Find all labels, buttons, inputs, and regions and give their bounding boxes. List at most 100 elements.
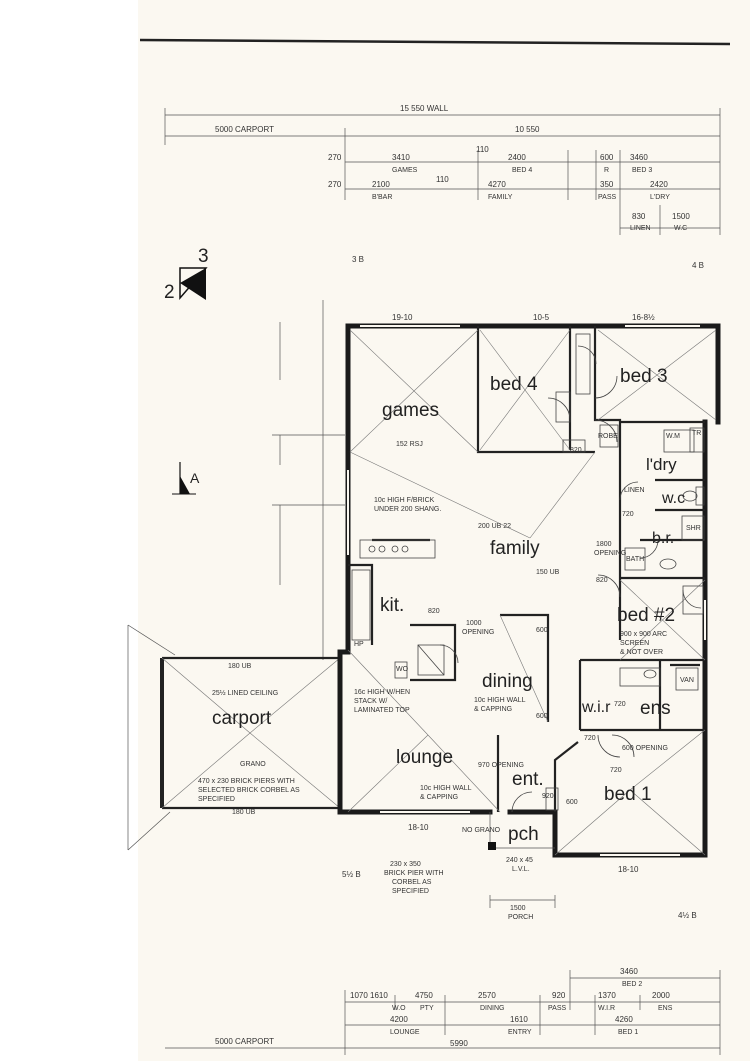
note-screen-3: & NOT OVER (620, 649, 663, 656)
room-family: family (490, 538, 540, 559)
note-600b: 600 (536, 627, 548, 634)
dim-b-r1-label-3: PASS (548, 1005, 566, 1012)
dim-b-r1-label-1: PTY (420, 1005, 434, 1012)
note-uib-180b: 180 UB (232, 809, 256, 816)
dim-b-r2-0: 4200 (390, 1015, 408, 1024)
sheet-border (139, 38, 731, 46)
room-bed4: bed 4 (490, 374, 538, 395)
note-wo: WO (396, 666, 409, 673)
dim-r2-0: 270 (328, 180, 342, 189)
note-pch-dim: 240 x 45 (506, 857, 533, 864)
note-porch: 1500 (510, 905, 526, 912)
room-games: games (382, 400, 439, 421)
section-a-icon (172, 462, 196, 495)
bottom-dimension-lines (165, 970, 721, 1055)
dim-r1-1: 3410 (392, 153, 410, 162)
dim-r1-3: 2400 (508, 153, 526, 162)
dim-b-r1-3: 2570 (478, 991, 496, 1000)
note-wall-high: 16c HIGH W/HEN (354, 689, 410, 696)
note-820a: 820 (570, 447, 582, 454)
top-dimension-lines (164, 108, 721, 235)
note-wall-high-3: LAMINATED TOP (354, 707, 410, 714)
note-brick-piers-3: SPECIFIED (198, 796, 235, 803)
note-18-10a: 18-10 (408, 823, 429, 832)
note-19-10: 19-10 (392, 313, 413, 322)
dim-b-r2-label-2: BED 1 (618, 1029, 638, 1036)
note-820c: 820 (428, 608, 440, 615)
note-opening-1000b: OPENING (462, 629, 494, 636)
dim-r3-label-1: W.C (674, 225, 687, 232)
dim-b-r1-label-0: W.O (392, 1005, 406, 1012)
dim-b-r1-5: 1370 (598, 991, 616, 1000)
note-720d: 720 (610, 767, 622, 774)
dim-b-r1-0: 1070 (350, 991, 368, 1000)
note-720c: 720 (584, 735, 596, 742)
note-opening-970: 970 OPENING (478, 762, 524, 769)
dim-r2-label-1: FAMILY (488, 194, 513, 201)
note-pier-2: BRICK PIER WITH (384, 870, 444, 877)
note-brick-high-2: UNDER 200 SHANG. (374, 506, 441, 513)
dim-r2-3: 4270 (488, 180, 506, 189)
dim-r1-0: 270 (328, 153, 342, 162)
dim-r1-label-1: BED 4 (512, 167, 532, 174)
note-screen-2: SCREEN (620, 640, 649, 647)
kitchen-bench (351, 539, 445, 679)
note-vanity: VAN (680, 677, 694, 684)
note-brick-piers: 470 x 230 BRICK PIERS WITH (198, 778, 295, 785)
note-hp: HP (354, 641, 364, 648)
note-ceiling: 25½ LINED CEILING (212, 689, 278, 697)
room-lounge: lounge (396, 747, 453, 768)
note-no-grano: NO GRANO (462, 827, 501, 834)
dim-b-r1-4: 920 (552, 991, 566, 1000)
section-marker-left: 2 (164, 282, 175, 303)
dim-r1-label-0: GAMES (392, 167, 418, 174)
note-pier-3: CORBEL AS (392, 879, 432, 886)
fixtures (545, 333, 705, 811)
dim-r2-4: 350 (600, 180, 614, 189)
note-dining-wall-2: & CAPPING (474, 706, 512, 713)
dim-r2-label-0: B'BAR (372, 194, 392, 201)
note-grano: GRANO (240, 761, 266, 768)
note-linen: LINEN (624, 487, 645, 494)
section-marker-icon (179, 267, 208, 301)
dim-b-r1-label-2: DINING (480, 1005, 505, 1012)
note-tr: TR (692, 430, 701, 437)
plan-sheet (138, 0, 750, 1061)
note-uib-150: 150 UB (536, 569, 560, 576)
note-screen: 900 x 900 ARC (620, 631, 667, 638)
note-10-5: 10-5 (533, 313, 550, 322)
note-uib-200: 200 UB 22 (478, 523, 511, 530)
dim-house: 10 550 (515, 125, 540, 134)
dim-r1-5: 3460 (630, 153, 648, 162)
room-ent: ent. (512, 769, 544, 790)
section-a-label: A (190, 470, 200, 486)
dim-r2-5: 2420 (650, 180, 668, 189)
note-pch-dim-2: L.V.L. (512, 866, 530, 873)
dim-r3-0: 830 (632, 212, 646, 221)
internal-walls (348, 326, 705, 812)
dim-b-r1-2: 4750 (415, 991, 433, 1000)
note-brick-piers-2: SELECTED BRICK CORBEL AS (198, 787, 300, 794)
dim-r2-label-2: PASS (598, 194, 616, 201)
note-opening-1800: 1800 (596, 541, 612, 548)
left-dimension-lines (272, 300, 345, 660)
dim-b-r0-label-0: BED 2 (622, 981, 642, 988)
room-kit: kit. (380, 595, 404, 616)
note-600a: 600 (566, 799, 578, 806)
dim-b-r2-label-1: ENTRY (508, 1029, 532, 1036)
dim-r2-2: 110 (436, 175, 449, 184)
dim-r1-label-2: R (604, 167, 609, 174)
note-pier: 230 x 350 (390, 861, 421, 868)
note-bath: BATH (626, 556, 644, 563)
dim-r1-label-3: BED 3 (632, 167, 652, 174)
dim-b-r0-0: 3460 (620, 967, 638, 976)
note-dining-wall: 10c HIGH WALL (474, 697, 526, 704)
note-16-8: 16-8½ (632, 313, 655, 322)
note-4b: 4 B (692, 261, 704, 270)
note-uib-180a: 180 UB (228, 663, 252, 670)
window-marks (347, 325, 706, 856)
dim-b-r2-label-0: LOUNGE (390, 1029, 420, 1036)
note-brick-high: 10c HIGH F/BRICK (374, 497, 435, 504)
room-bed3: bed 3 (620, 366, 668, 387)
